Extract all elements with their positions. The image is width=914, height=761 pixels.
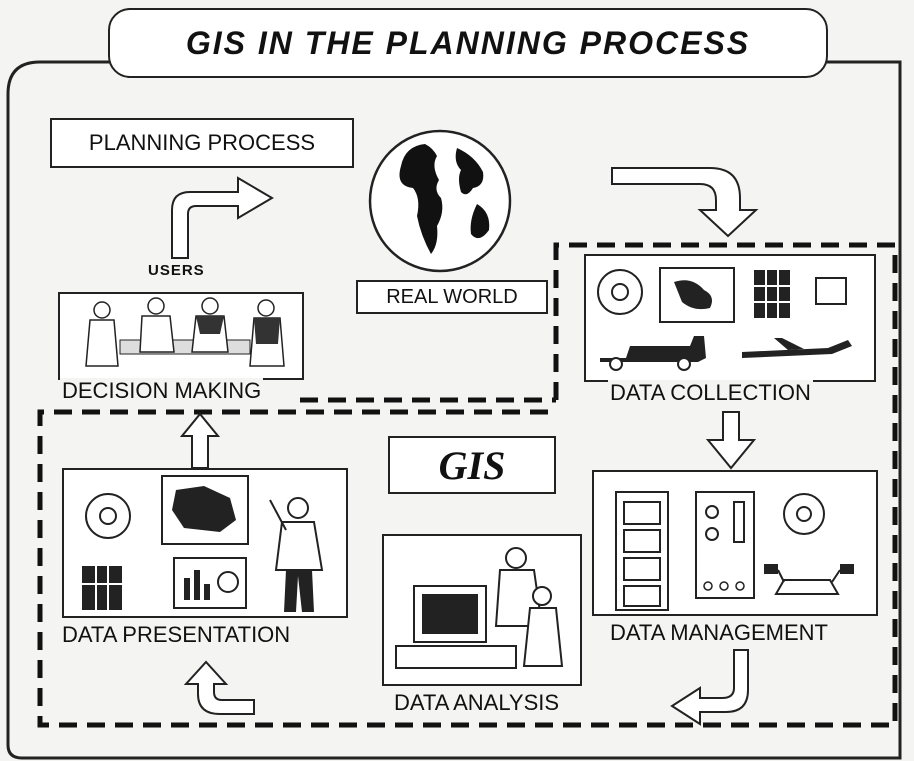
collection-devices-icon — [597, 267, 852, 371]
decision-making-panel — [58, 292, 304, 380]
users-label: USERS — [148, 262, 205, 279]
decision-making-caption: DECISION MAKING — [60, 378, 264, 404]
planning-process-label: PLANNING PROCESS — [50, 118, 354, 168]
data-presentation-caption: DATA PRESENTATION — [60, 622, 293, 648]
data-collection-caption: DATA COLLECTION — [608, 380, 813, 406]
real-world-label: REAL WORLD — [356, 280, 548, 314]
meeting-people-icon — [85, 297, 285, 367]
data-storage-icon — [615, 491, 854, 611]
gis-dashed-boundary — [37, 242, 898, 728]
data-collection-panel — [584, 254, 876, 382]
diagram-title: GIS IN THE PLANNING PROCESS — [108, 8, 828, 78]
data-analysis-caption: DATA ANALYSIS — [392, 690, 562, 716]
analyst-workstation-icon — [395, 547, 564, 669]
data-analysis-panel — [382, 534, 582, 686]
presentation-media-icon — [82, 475, 324, 612]
gis-label: GIS — [388, 436, 556, 494]
data-management-panel — [592, 470, 878, 616]
data-presentation-panel — [62, 468, 348, 618]
outer-frame — [6, 60, 902, 760]
data-management-caption: DATA MANAGEMENT — [608, 620, 830, 646]
globe-icon — [368, 129, 512, 273]
